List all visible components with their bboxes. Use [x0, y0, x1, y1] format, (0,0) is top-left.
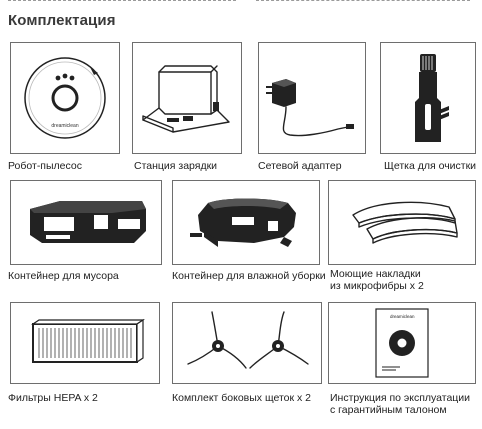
mop-pads-icon	[352, 201, 458, 244]
caption-side-brushes: Комплект боковых щеток x 2	[172, 392, 312, 404]
caption-mop-pads-line-2: из микрофибры x 2	[330, 280, 424, 292]
item-box-mop-pads	[328, 180, 476, 265]
caption-charging-station: Станция зарядки	[134, 160, 218, 172]
caption-manual: Инструкция по эксплуатации с гарантийным…	[330, 392, 470, 416]
caption-manual-line-1: Инструкция по эксплуатации	[330, 392, 471, 404]
caption-dust-container: Контейнер для мусора	[8, 270, 119, 282]
item-box-charging-station	[132, 42, 242, 154]
item-box-water-tank	[172, 180, 320, 265]
robot-vacuum-icon: dreamiclean	[24, 57, 106, 139]
manual-icon: dreamiclean	[375, 308, 429, 378]
cleaning-brush-icon	[415, 54, 449, 142]
charging-station-icon	[142, 65, 230, 133]
dust-container-icon	[30, 200, 146, 243]
item-box-power-adapter	[258, 42, 366, 154]
item-box-side-brushes	[172, 302, 322, 384]
item-box-hepa-filter	[10, 302, 160, 384]
hepa-filter-icon	[31, 318, 145, 364]
robot-logo-text: dreamiclean	[51, 123, 78, 129]
item-box-manual: dreamiclean	[328, 302, 476, 384]
water-tank-icon	[190, 198, 296, 247]
manual-logo-text: dreamiclean	[390, 314, 415, 319]
item-box-robot-vacuum: dreamiclean	[10, 42, 120, 154]
item-box-dust-container	[10, 180, 162, 265]
caption-manual-line-2: с гарантийным талоном	[330, 404, 447, 416]
caption-power-adapter: Сетевой адаптер	[258, 160, 342, 172]
power-adapter-icon	[266, 79, 354, 137]
caption-cleaning-brush: Щетка для очистки	[384, 160, 477, 172]
side-brushes-icon	[187, 311, 309, 369]
caption-hepa-filter: Фильтры HEPA x 2	[8, 392, 98, 404]
caption-mop-pads: Моющие накладки из микрофибры x 2	[330, 268, 424, 292]
top-dashed-rule-left	[8, 0, 236, 1]
caption-water-tank: Контейнер для влажной уборки	[172, 270, 326, 282]
item-box-cleaning-brush	[380, 42, 476, 154]
top-dashed-rule-right	[256, 0, 470, 1]
caption-robot-vacuum: Робот-пылесос	[8, 160, 82, 172]
section-title: Комплектация	[8, 12, 116, 29]
caption-mop-pads-line-1: Моющие накладки	[330, 268, 421, 280]
